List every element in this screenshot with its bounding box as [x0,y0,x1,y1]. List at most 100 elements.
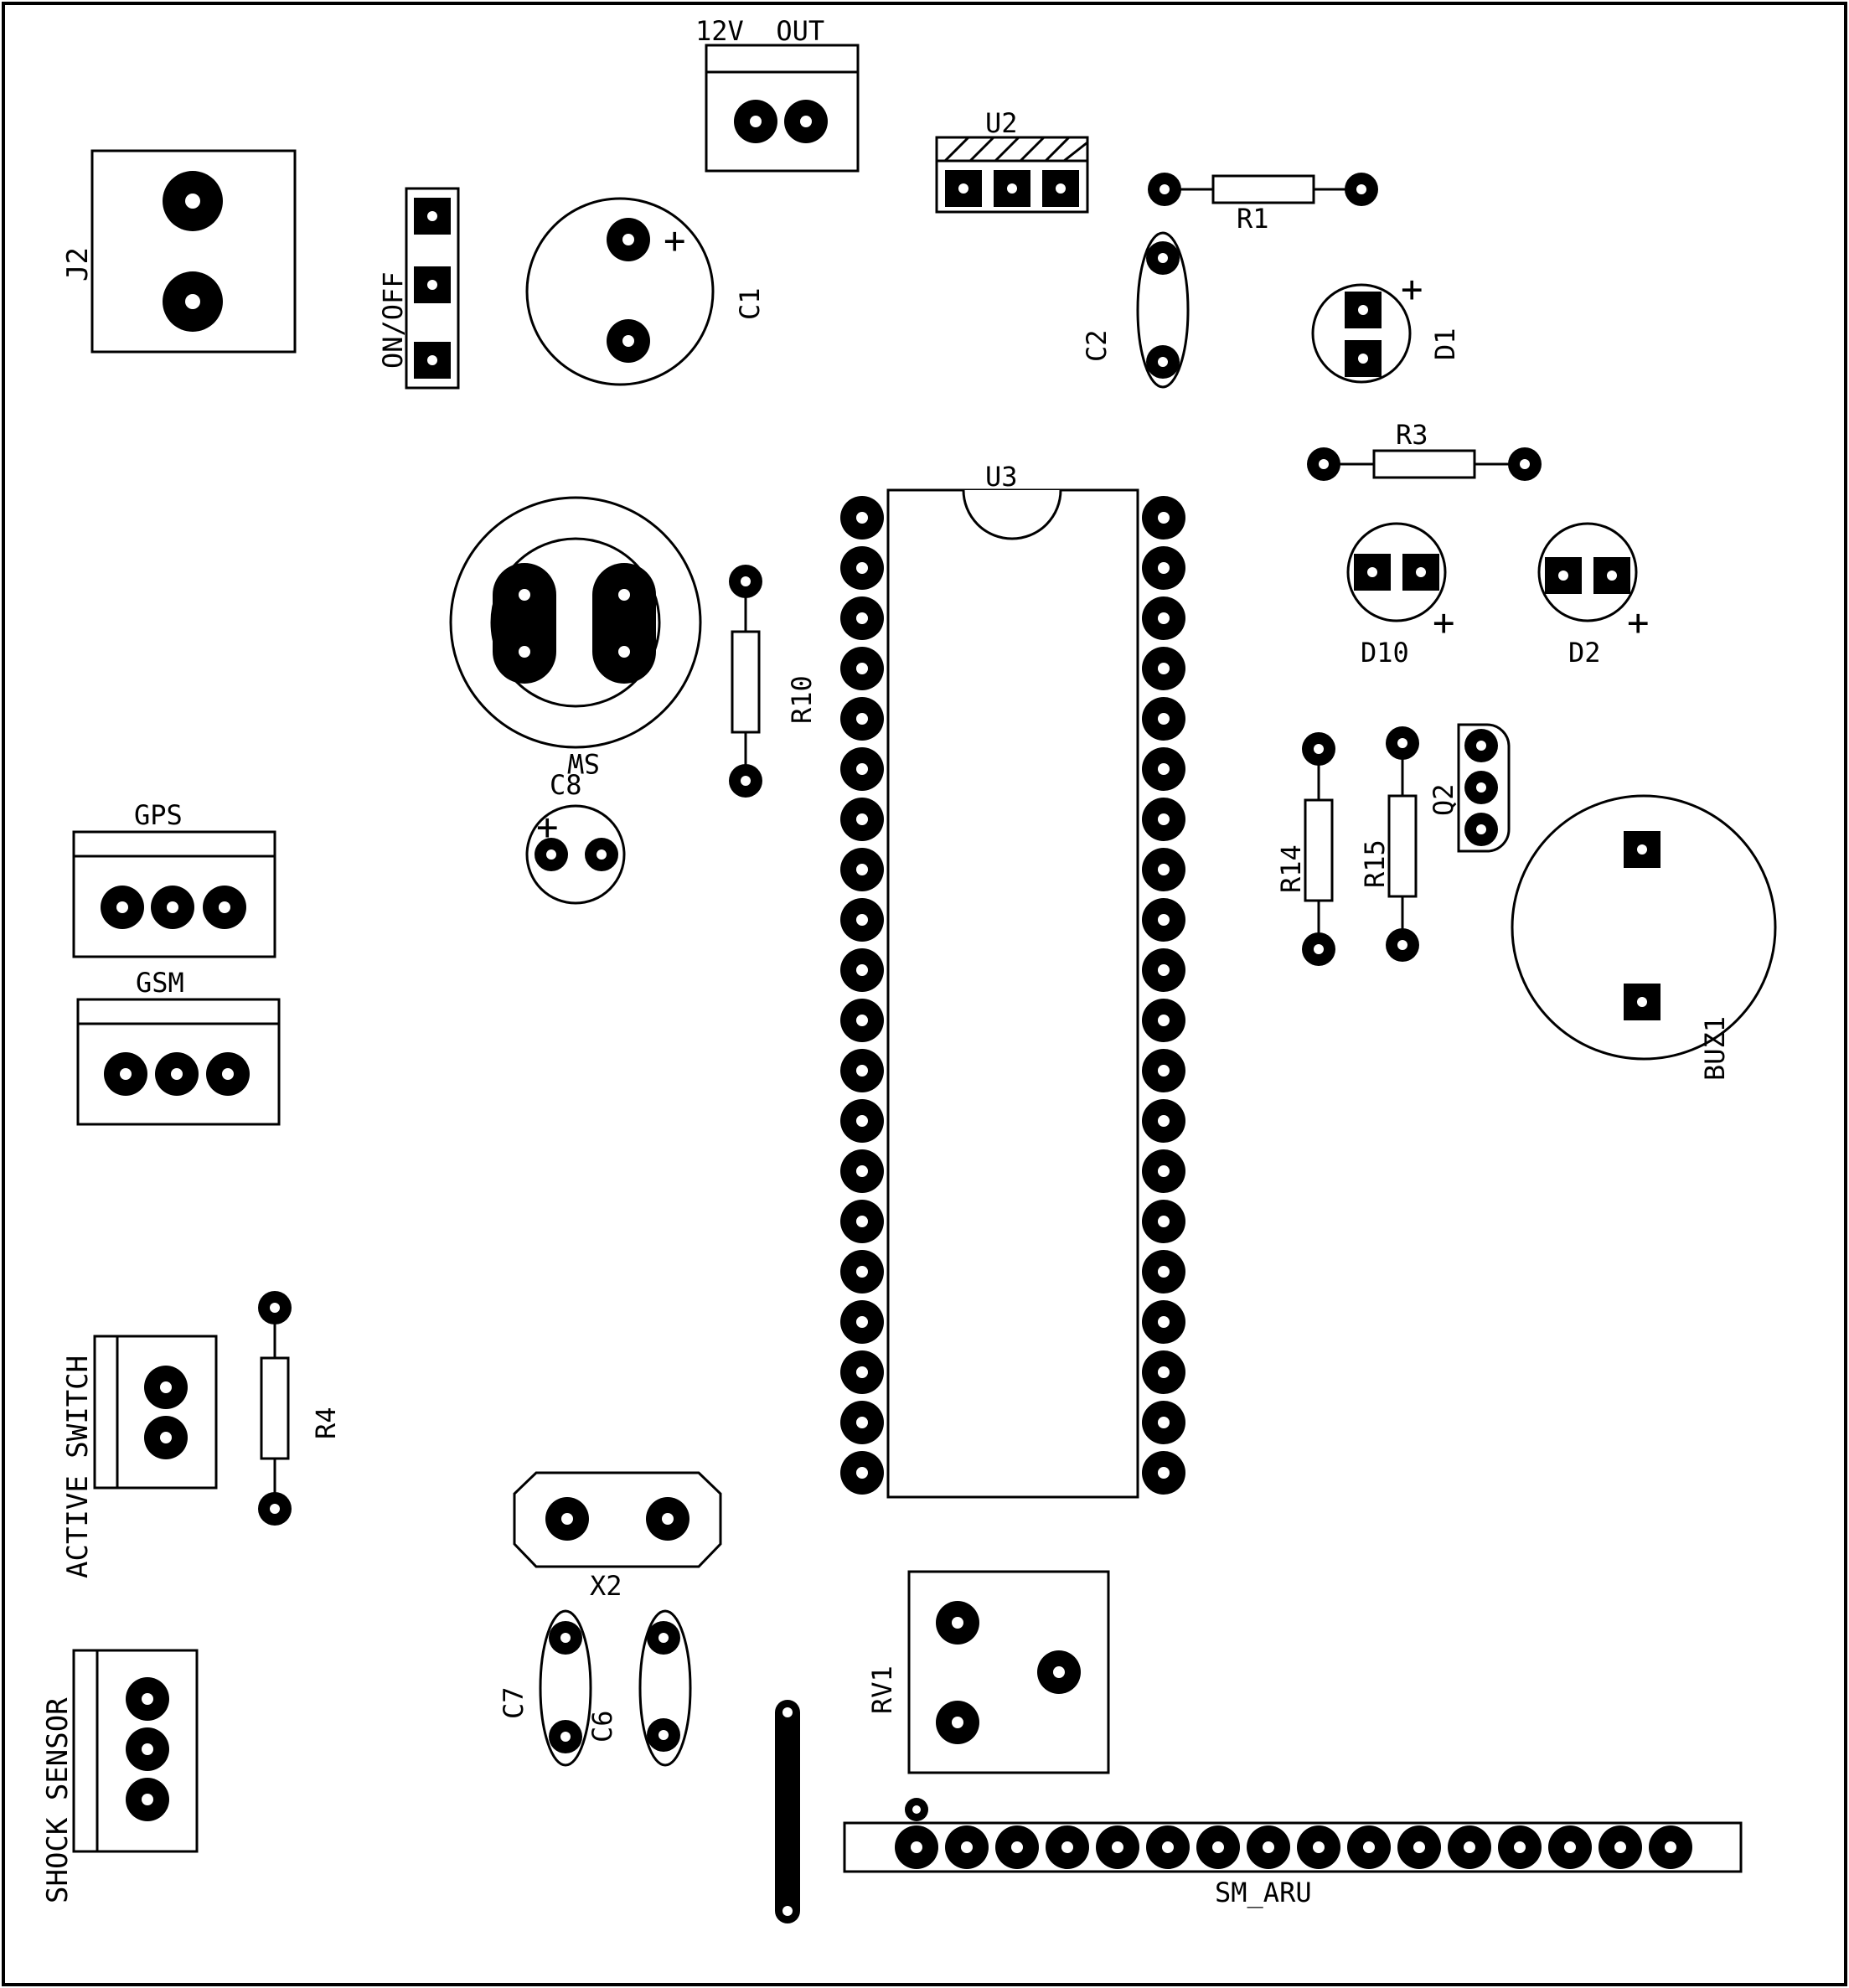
header-pin-pad [1297,1825,1340,1869]
header-pin-pad [945,1825,989,1869]
ic-pin-pad [1142,697,1185,741]
label-c2: C2 [1081,329,1113,362]
connector-active-switch: ACTIVE SWITCH [61,1335,218,1578]
led-d10: + D10 [1346,522,1455,669]
ic-pin-pad [1142,1099,1185,1143]
jumper-wire [775,1700,800,1923]
header-pin-pad [995,1825,1039,1869]
label-j2: J2 [61,247,95,281]
header-pin-pad [1397,1825,1441,1869]
ic-pin-pad [840,496,884,540]
label-x2: X2 [590,1570,622,1602]
header-pin-pad [1146,1825,1190,1869]
capacitor-c2: C2 [1081,231,1190,389]
ic-pin-pad [1142,1250,1185,1293]
label-c7: C7 [498,1686,529,1719]
label-buz1: BUZ1 [1699,1016,1731,1081]
ic-pin-pad [1142,1149,1185,1193]
header-pin-pad [1347,1825,1391,1869]
header-pin-pad [1649,1825,1692,1869]
ic-pin-pad [840,546,884,590]
ic-pin-pad [1142,596,1185,640]
switch-sw: SW [449,496,702,779]
label-r14: R14 [1275,844,1307,893]
resistor-r1: R1 [1148,173,1378,235]
label-d10: D10 [1361,637,1409,669]
ic-pin-pad [1142,747,1185,791]
connector-shock-sensor: SHOCK SENSOR [41,1649,199,1903]
ic-pin-pad [840,1350,884,1394]
label-c1-plus: + [664,219,686,262]
header-pin-pad [1096,1825,1139,1869]
switch-onoff: ON/OFF [377,187,460,390]
label-r15: R15 [1359,839,1391,888]
label-r3: R3 [1396,419,1428,451]
ic-pin-pad [840,999,884,1042]
resistor-r15: R15 [1359,726,1419,962]
label-u3: U3 [985,461,1018,493]
ic-pin-pad [840,1401,884,1444]
header-pin-pad [895,1825,938,1869]
ic-pin-pad [840,948,884,992]
connector-gsm: GSM [76,967,281,1126]
label-gsm: GSM [136,967,184,999]
capacitor-c1: + C1 [525,197,766,386]
ic-pin-pad [840,1049,884,1092]
ic-pin-pad [1142,1300,1185,1344]
ic-pin-pad [840,798,884,841]
label-d2-plus: + [1627,602,1650,644]
transistor-q2: Q2 [1428,723,1511,853]
label-sm-aru: SM_ARU [1215,1877,1312,1908]
header-pin-pad [1046,1825,1089,1869]
ic-pin-pad [840,848,884,891]
ic-pin-pad [840,647,884,690]
label-12v-out: 12V OUT [695,15,824,47]
label-c8-plus: + [536,806,559,849]
label-c1: C1 [734,287,766,320]
label-r10: R10 [786,675,818,724]
label-r4: R4 [310,1407,342,1439]
label-d1: D1 [1429,328,1461,360]
ic-pin-pad [840,1149,884,1193]
buzzer-buz1: BUZ1 [1511,794,1777,1081]
label-r1: R1 [1237,203,1269,235]
label-d2: D2 [1568,637,1601,669]
resistor-r14: R14 [1275,732,1335,966]
ic-pin-pad [1142,1451,1185,1495]
capacitor-c7: C7 [498,1609,592,1767]
label-c8: C8 [550,769,582,801]
label-active-switch: ACTIVE SWITCH [61,1355,95,1578]
ic-pin-pad [1142,1049,1185,1092]
label-d1-plus: + [1401,268,1423,311]
ic-pin-pad [1142,1200,1185,1243]
ic-pin-pad [840,697,884,741]
label-u2: U2 [985,107,1018,139]
regulator-u2: U2 [935,107,1089,214]
ic-pin-pad [1142,1350,1185,1394]
resistor-r10: R10 [729,565,818,798]
label-onoff: ON/OFF [377,271,409,369]
ic-pin-pad [840,596,884,640]
label-shock-sensor: SHOCK SENSOR [41,1697,75,1903]
header-pin-pad [1196,1825,1240,1869]
label-rv1: RV1 [866,1665,898,1714]
header-pin-pad [1448,1825,1491,1869]
ic-pin-pad [1142,496,1185,540]
ic-pin-pad [1142,1401,1185,1444]
connector-12v-out: 12V OUT [695,15,860,173]
ic-pin-pad [1142,798,1185,841]
label-d10-plus: + [1433,602,1455,644]
ic-pin-pad [840,1250,884,1293]
label-gps: GPS [134,799,183,831]
led-d1: + D1 [1311,268,1461,384]
ic-pin-pad [840,898,884,942]
header-pin-pad [1548,1825,1592,1869]
ic-pin-pad [840,1300,884,1344]
capacitor-c8: + C8 [525,769,626,905]
ic-pin-pad [1142,898,1185,942]
connector-gps: GPS [72,799,276,958]
ic-pin-pad [840,747,884,791]
ic-pin-pad [1142,546,1185,590]
label-c6: C6 [586,1710,618,1743]
